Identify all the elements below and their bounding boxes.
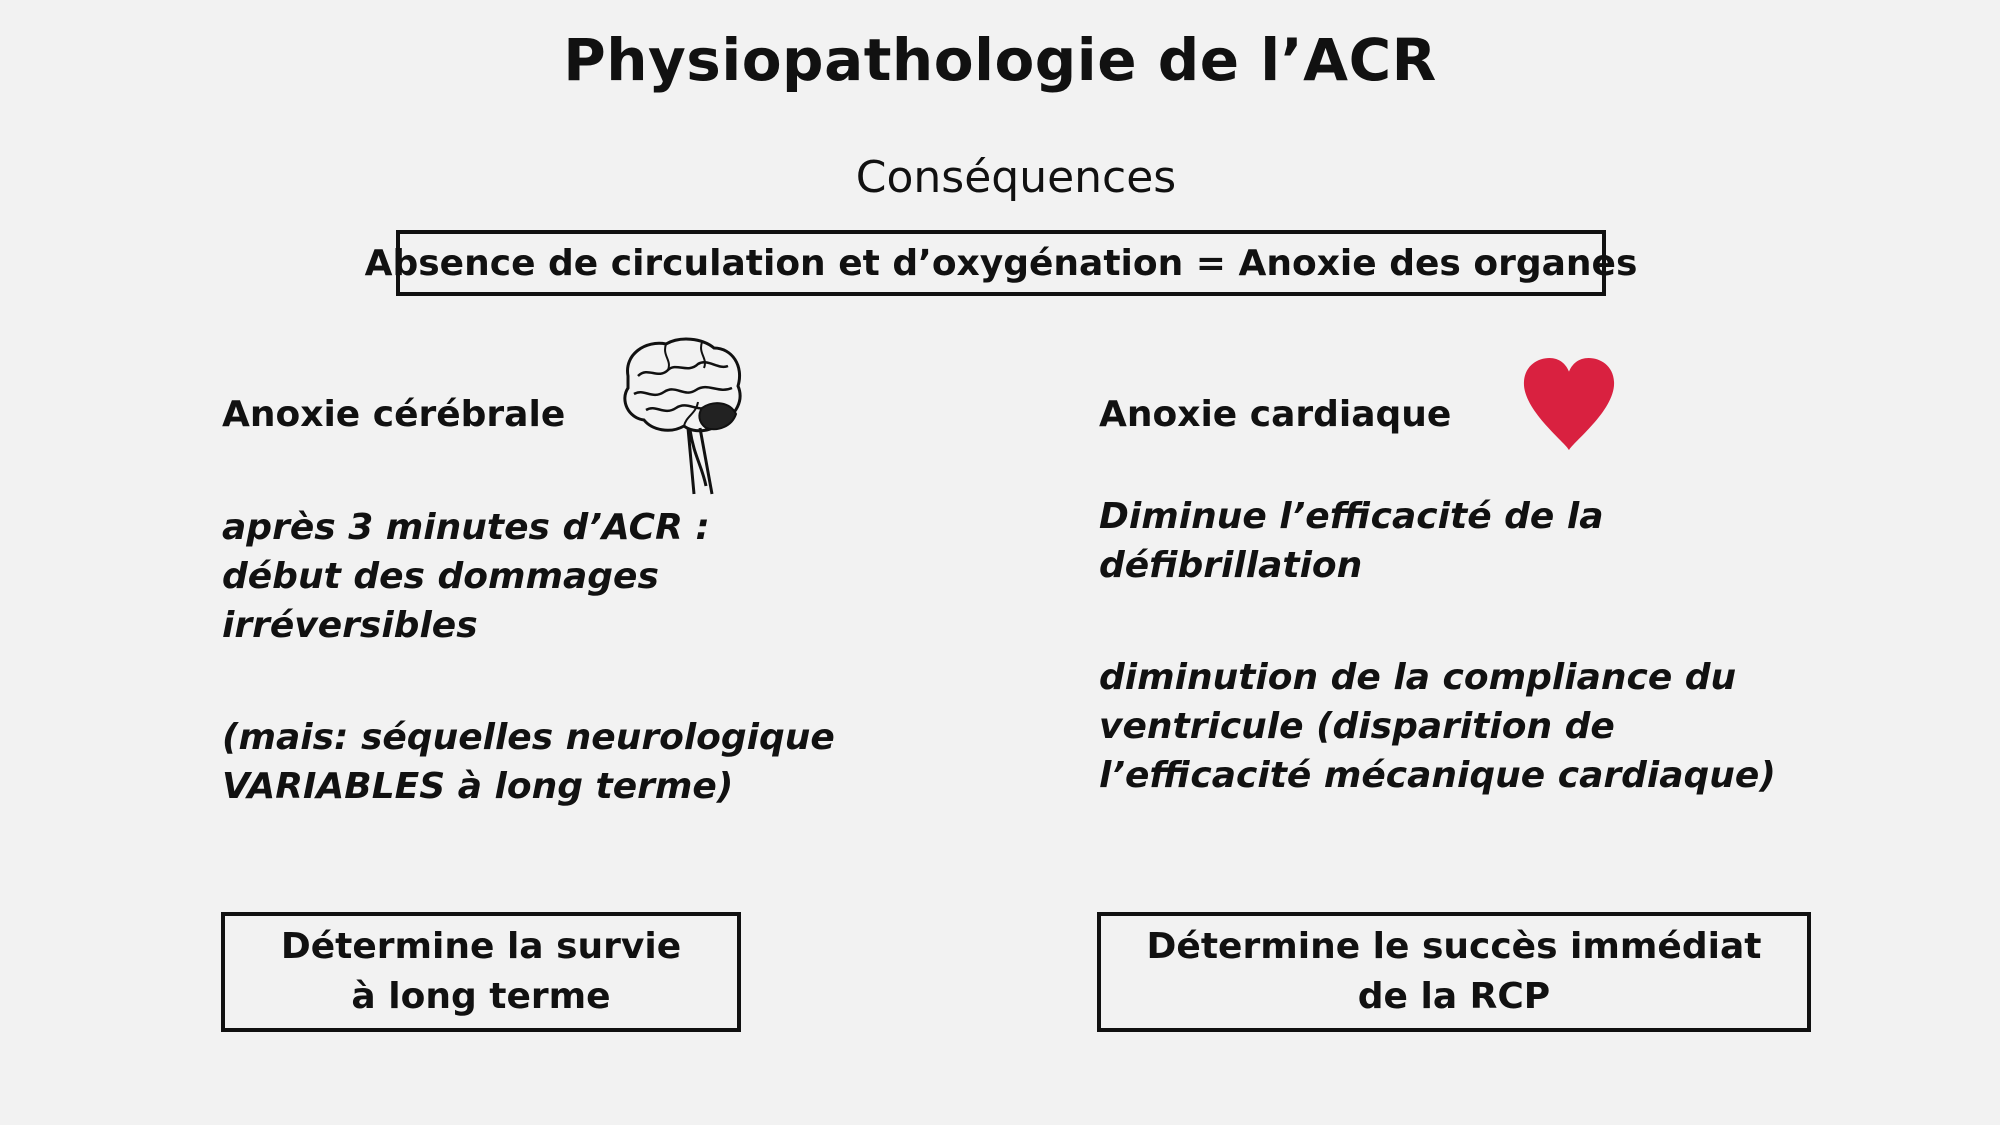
cerebral-anoxia-line: (mais: séquelles neurologique bbox=[222, 717, 835, 758]
cerebral-anoxia-heading: Anoxie cérébrale bbox=[222, 394, 566, 435]
cerebral-anoxia-line: après 3 minutes d’ACR : bbox=[222, 507, 710, 548]
cardiac-anoxia-line: défibrillation bbox=[1099, 545, 1363, 586]
immediate-cpr-success-line: Détermine le succès immédiat bbox=[1146, 926, 1762, 967]
immediate-cpr-success-line: de la RCP bbox=[1357, 976, 1551, 1017]
cerebral-anoxia-line: VARIABLES à long terme) bbox=[222, 766, 734, 807]
cerebral-anoxia-text-2: (mais: séquelles neurologique VARIABLES … bbox=[222, 713, 835, 811]
cardiac-anoxia-line: ventricule (disparition de bbox=[1099, 706, 1615, 747]
page-title: Physiopathologie de l’ACR bbox=[563, 26, 1437, 94]
heart-icon bbox=[1523, 357, 1615, 451]
long-term-survival-box: Détermine la survie à long terme bbox=[221, 912, 741, 1032]
immediate-cpr-success-box: Détermine le succès immédiat de la RCP bbox=[1097, 912, 1811, 1032]
cardiac-anoxia-text-2: diminution de la compliance du ventricul… bbox=[1099, 653, 1776, 800]
cardiac-anoxia-line: Diminue l’efficacité de la bbox=[1099, 496, 1604, 537]
cardiac-anoxia-heading: Anoxie cardiaque bbox=[1099, 394, 1452, 435]
long-term-survival-line: Détermine la survie bbox=[280, 926, 682, 967]
anoxia-summary-box: Absence de circulation et d’oxygénation … bbox=[365, 230, 1637, 296]
brain-icon bbox=[623, 337, 742, 495]
cerebral-anoxia-line: irréversibles bbox=[222, 605, 478, 646]
cerebral-anoxia-text-1: après 3 minutes d’ACR : début des dommag… bbox=[222, 503, 710, 650]
cardiac-anoxia-text-1: Diminue l’efficacité de la défibrillatio… bbox=[1099, 492, 1604, 590]
cardiac-anoxia-line: diminution de la compliance du bbox=[1099, 657, 1737, 698]
cerebral-anoxia-line: début des dommages bbox=[222, 556, 659, 597]
anoxia-summary-text: Absence de circulation et d’oxygénation … bbox=[364, 242, 1638, 284]
long-term-survival-line: à long terme bbox=[351, 976, 611, 1017]
subtitle: Conséquences bbox=[855, 152, 1177, 203]
cardiac-anoxia-line: l’efficacité mécanique cardiaque) bbox=[1099, 755, 1776, 796]
